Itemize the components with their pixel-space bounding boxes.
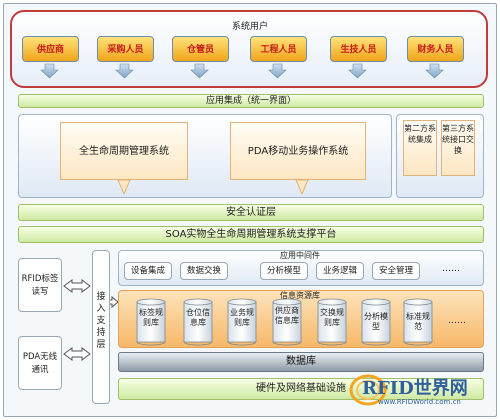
mw-device-integration: 设备集成 [124,262,172,280]
role-production-tech: 生技人员 [330,36,387,62]
role-warehouse-keeper: 仓管员 [172,36,229,62]
lib-supplier-info: 供应商信息库 [275,306,299,325]
lib-exchange-rules: 交换规则库 [320,308,344,327]
rfid-world-logo: RFID世界网 www.RFIDWorld.com.cn [338,368,488,414]
mw-business-logic: 业务逻辑 [316,262,364,280]
third-party-interface: 第三方系统接口交换 [441,120,475,176]
mw-security-mgmt: 安全管理 [372,262,420,280]
third-party-integration: 第二方系统集成 [403,120,437,176]
mw-more: …… [442,264,460,274]
lib-analysis-model: 分析模型 [364,312,388,331]
pda-wireless-box: PDA无线通讯 [18,336,62,390]
pda-system: PDA移动业务操作系统 [230,122,366,180]
security-layer-bar: 安全认证层 [18,204,484,221]
lib-standards: 标准规范 [406,312,430,331]
role-supplier: 供应商 [22,36,79,62]
lib-business-rules: 业务规则库 [230,308,254,327]
mw-data-exchange: 数据交换 [180,262,228,280]
logo-url: www.RFIDWorld.com.cn [378,398,461,406]
role-finance: 财务人员 [407,36,464,62]
role-purchaser: 采购人员 [97,36,154,62]
soa-platform-bar: SOA实物全生命周期管理系统支撑平台 [18,226,484,243]
middleware-title: 应用中间件 [280,251,320,260]
access-support-layer: 接入支持层 [92,250,110,404]
role-engineer: 工程人员 [250,36,307,62]
rfid-logo-icon [349,374,387,406]
lifecycle-system: 全生命周期管理系统 [60,122,188,180]
mw-analysis-model: 分析模型 [260,262,308,280]
rfid-reader-box: RFID标签读写 [18,258,62,312]
lib-location-info: 仓位信息库 [186,308,210,327]
app-integration-bar: 应用集成（统一界面） [18,94,484,108]
logo-brand: RFID世界网 [362,378,468,399]
lib-tag-rules: 标签规则库 [139,308,163,327]
infrastructure-bar: 硬件及网络基础设施 [118,378,484,400]
info-resource-title: 信息资源库 [280,291,320,300]
database-bar: 数据库 [118,352,484,372]
lib-more: …… [448,316,466,326]
system-users-title: 系统用户 [231,22,268,32]
